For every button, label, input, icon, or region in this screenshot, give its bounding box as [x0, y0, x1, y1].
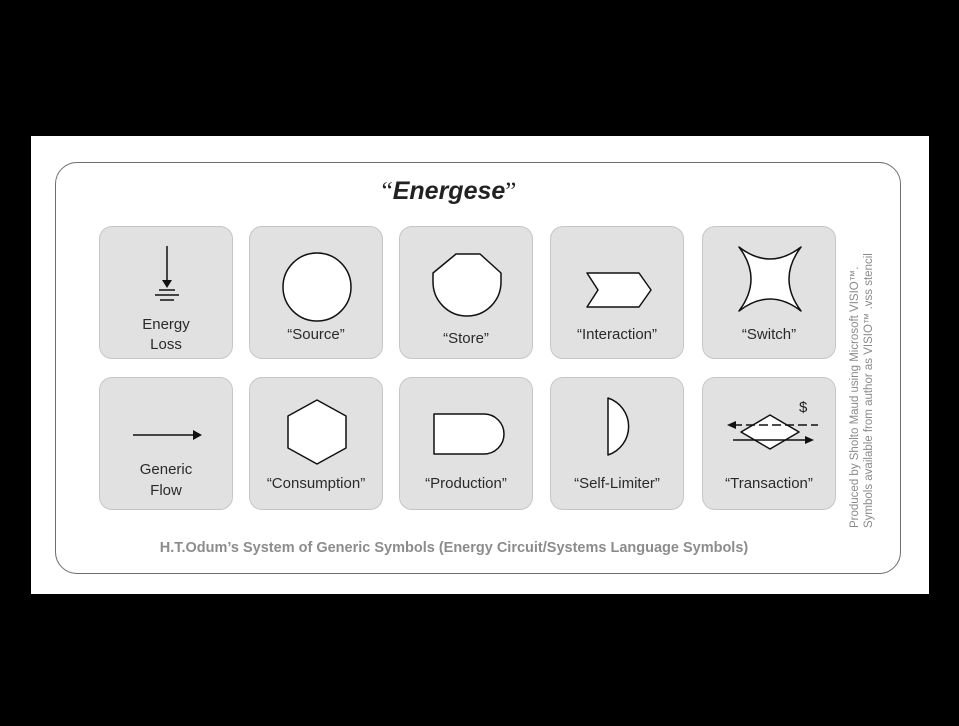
- symbol-label: “Transaction”: [725, 475, 813, 492]
- symbol-tile-consumption: “Consumption”: [249, 377, 383, 510]
- symbol-label-line2: Flow: [150, 482, 182, 499]
- diagram-frame: [55, 162, 901, 574]
- interaction-arrow-icon: [586, 272, 652, 308]
- energy-loss-ground-icon: [155, 246, 179, 301]
- symbol-tile-energy-loss: Energy Loss: [99, 226, 233, 359]
- diagram-caption: H.T.Odum’s System of Generic Symbols (En…: [159, 540, 749, 556]
- symbol-label-line1: Energy: [142, 316, 190, 333]
- symbol-tile-generic-flow: Generic Flow: [99, 377, 233, 510]
- title-open-quote: “: [381, 178, 393, 205]
- currency-symbol: $: [799, 399, 808, 416]
- diagram-panel: “Energese” Energy Loss “Source” “Store” …: [31, 136, 929, 594]
- transaction-diamond-icon: $: [727, 399, 818, 450]
- side-credit-line1: Produced by Sholto Maud using Microsoft …: [849, 266, 861, 528]
- symbol-tile-source: “Source”: [249, 226, 383, 359]
- production-bullet-icon: [433, 413, 505, 455]
- consumption-hexagon-icon: [287, 399, 347, 465]
- source-circle-icon: [282, 252, 352, 322]
- generic-flow-arrow-icon: [133, 430, 202, 440]
- store-tank-icon: [432, 253, 502, 317]
- symbol-tile-self-limiter: “Self-Limiter”: [550, 377, 684, 510]
- symbol-label: “Consumption”: [266, 475, 366, 492]
- symbol-label: “Store”: [443, 330, 489, 347]
- symbol-label: “Self-Limiter”: [574, 475, 660, 492]
- title-close-quote: ”: [505, 178, 517, 205]
- symbol-label: “Production”: [425, 475, 507, 492]
- self-limiter-d-icon: [607, 397, 630, 456]
- symbol-tile-store: “Store”: [399, 226, 533, 359]
- side-credit-note: Produced by Sholto Maud using Microsoft …: [848, 253, 876, 528]
- symbol-label: “Source”: [287, 326, 345, 343]
- symbol-label: “Switch”: [741, 326, 797, 343]
- symbol-tile-interaction: “Interaction”: [550, 226, 684, 359]
- side-credit-line2: Symbols available from author as VISIO™ …: [863, 253, 875, 528]
- symbol-tile-production: “Production”: [399, 377, 533, 510]
- symbol-tile-transaction: $ “Transaction”: [702, 377, 836, 510]
- switch-concave-icon: [738, 246, 802, 312]
- symbol-label-line1: Generic: [139, 461, 193, 478]
- symbol-label: “Interaction”: [576, 326, 658, 343]
- diagram-title: “Energese”: [31, 177, 867, 206]
- symbol-label-line2: Loss: [150, 336, 182, 353]
- title-text: Energese: [392, 177, 506, 205]
- symbol-tile-switch: “Switch”: [702, 226, 836, 359]
